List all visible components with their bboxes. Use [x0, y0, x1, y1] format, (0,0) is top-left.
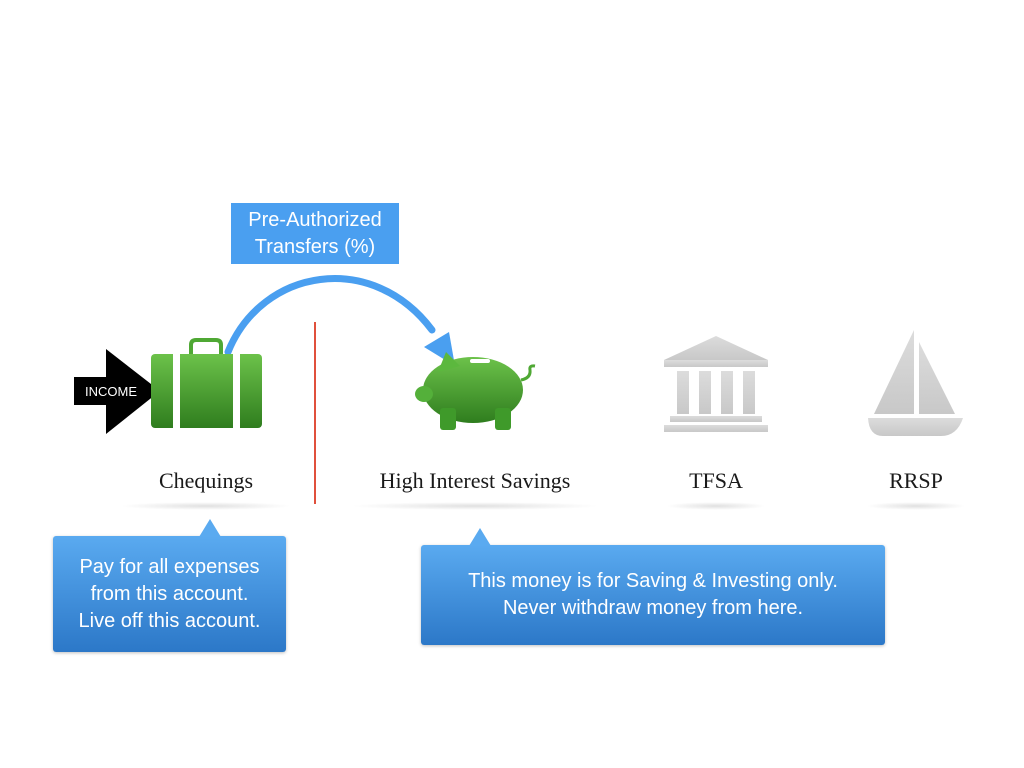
tfsa-label: TFSA — [666, 468, 766, 510]
chequings-label: Chequings — [120, 468, 292, 510]
divider-line — [314, 322, 316, 504]
callout-pointer — [469, 528, 491, 546]
chequings-callout: Pay for all expenses from this account. … — [53, 519, 286, 652]
sailboat-icon — [868, 330, 963, 436]
savings-callout: This money is for Saving & Investing onl… — [421, 528, 885, 645]
callout-line: Never withdraw money from here. — [502, 597, 804, 619]
callout-line: This money is for Saving & Investing onl… — [468, 570, 838, 592]
bank-building-icon — [664, 336, 768, 432]
transfer-label-line1: Pre-Authorized — [248, 209, 382, 231]
transfer-label-line2: Transfers (%) — [254, 236, 376, 258]
callout-line: Live off this account. — [78, 610, 261, 632]
callout-pointer — [199, 519, 221, 537]
pre-authorized-transfers-label: Pre-Authorized Transfers (%) — [231, 203, 399, 264]
rrsp-label: RRSP — [866, 468, 966, 510]
income-arrow: INCOME — [74, 349, 160, 434]
callout-line: Pay for all expenses — [79, 556, 260, 578]
high-interest-savings-label: High Interest Savings — [350, 468, 600, 510]
briefcase-icon — [151, 338, 262, 428]
callout-line: from this account. — [90, 583, 249, 605]
piggy-bank-icon — [415, 352, 536, 430]
income-label: INCOME — [85, 384, 137, 399]
transfer-arc-arrow — [224, 275, 455, 366]
